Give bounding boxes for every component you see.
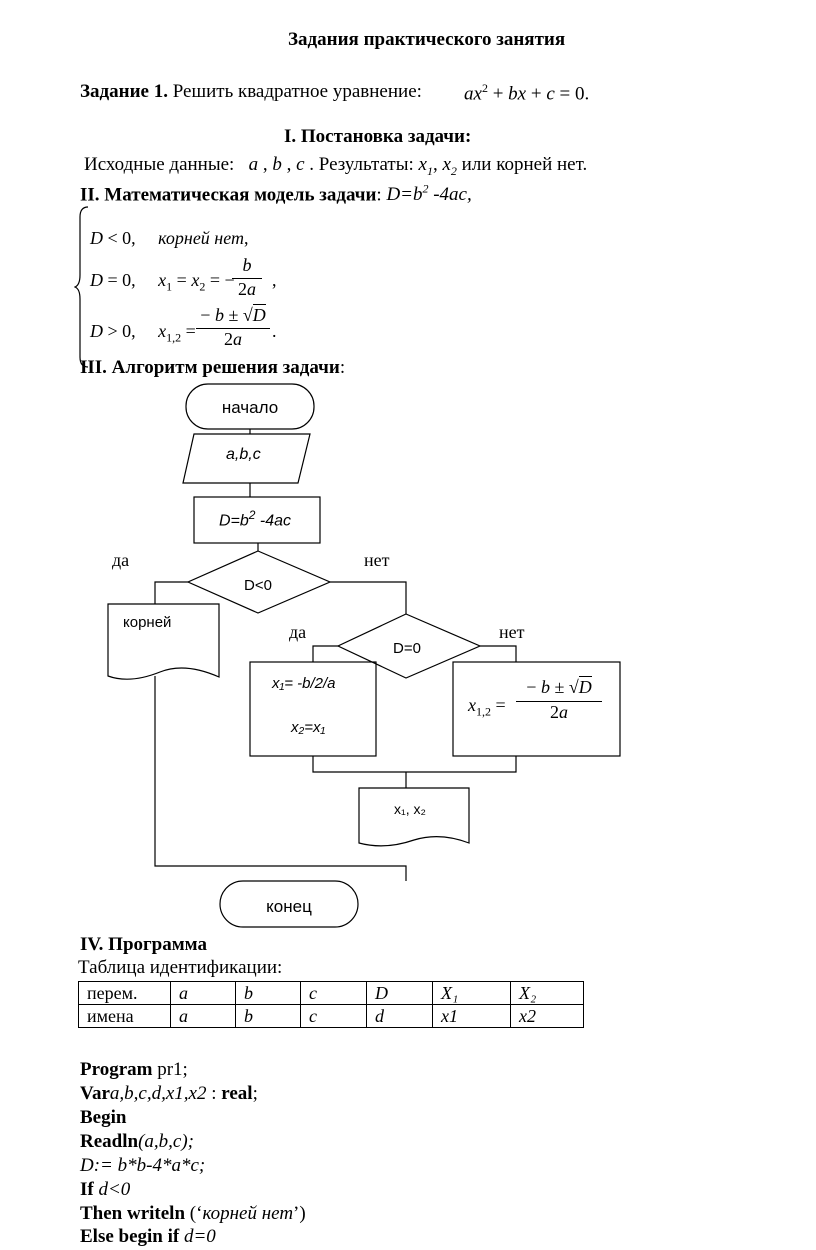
code-line-8: Else begin if d=0 <box>80 1226 216 1247</box>
x1-equation: x₁= -b/2/a <box>272 675 336 692</box>
table-row: имена a b c d x1 x2 <box>78 1004 584 1028</box>
discriminant-formula: D=b2 -4ac, <box>386 182 472 206</box>
code-line-5: D:= b*b-4*a*c; <box>80 1155 206 1176</box>
x-roots-box <box>452 661 621 757</box>
table-cell: X₂ <box>510 981 584 1005</box>
roots-formula-frac: − b ± √D 2a <box>516 676 602 723</box>
table-cell: X₁ <box>432 981 511 1005</box>
no-roots-label: корней <box>123 614 172 631</box>
task-line: Задание 1. Решить квадратное уравнение: <box>80 81 422 103</box>
output-box <box>358 787 470 847</box>
code-line-1: Program pr1; <box>80 1059 188 1080</box>
yes1-label: да <box>112 550 130 570</box>
section2-line: II. Математическая модель задачи: D=b2 -… <box>80 182 472 206</box>
calc-box <box>193 496 321 544</box>
code-line-2: Vara,b,c,d,x1,x2 : real; <box>80 1083 258 1104</box>
end-terminal <box>219 880 359 928</box>
output-label-fc: x₁, x₂ <box>394 801 426 817</box>
code-line-6: If d<0 <box>80 1179 131 1200</box>
table-row: перем. a b c D X₁ X₂ <box>78 981 584 1005</box>
or-no-roots: или корней нет. <box>461 154 588 175</box>
table-cell: a <box>170 1004 236 1028</box>
table-caption: Таблица идентификации: <box>78 957 283 978</box>
identification-table: перем. a b c D X₁ X₂ имена a b c d x1 x2 <box>78 981 584 1028</box>
section1-heading: I. Постановка задачи: <box>284 126 472 147</box>
start-label: начало <box>221 398 279 417</box>
flowchart <box>107 383 621 928</box>
task-text: Решить квадратное уравнение: <box>172 81 422 102</box>
decision-2 <box>336 613 482 679</box>
x2-equation: x₂=x₁ <box>291 719 326 736</box>
case1: D < 0, корней нет, <box>90 228 249 248</box>
section2-heading: II. Математическая модель задачи <box>80 184 377 206</box>
decision1-label: D<0 <box>244 577 272 594</box>
table-cell: b <box>235 981 301 1005</box>
no1-label: нет <box>364 550 390 570</box>
table-cell: x1 <box>432 1004 511 1028</box>
code-line-3: Begin <box>80 1107 127 1128</box>
end-label: конец <box>266 897 312 916</box>
table-cell: x2 <box>510 1004 584 1028</box>
input-box <box>182 433 311 484</box>
case2: D = 0, x1 = x2 = − <box>90 270 235 294</box>
yes2-label: да <box>289 622 307 642</box>
decision-1 <box>186 550 332 614</box>
table-cell: c <box>300 1004 367 1028</box>
case3: D > 0, x1,2 = <box>90 321 196 345</box>
table-cell: d <box>366 1004 433 1028</box>
input-label: Исходные данные: <box>84 154 235 175</box>
input-label-fc: a,b,c <box>226 446 261 463</box>
case3-frac: − b ± √D 2a <box>196 304 270 350</box>
code-line-4: Readln(a,b,c); <box>80 1131 194 1152</box>
section4-heading: IV. Программа <box>80 934 207 955</box>
section3-line: III. Алгоритм решения задачи: <box>80 357 346 378</box>
output-label: Результаты: <box>318 154 414 175</box>
quadratic-equation: ax2 + bx + c = 0. <box>464 81 590 105</box>
section3-heading: III. Алгоритм решения задачи <box>80 357 340 378</box>
code-line-7: Then writeln (‘корней нет’) <box>80 1203 306 1224</box>
page-title: Задания практического занятия <box>288 29 566 50</box>
decision2-label: D=0 <box>393 640 421 657</box>
table-cell: D <box>366 981 433 1005</box>
table-cell: a <box>170 981 236 1005</box>
no-roots-box <box>107 603 220 680</box>
table-cell: перем. <box>78 981 171 1005</box>
table-cell: c <box>300 981 367 1005</box>
roots-formula: x1,2 = <box>468 695 506 719</box>
case1-value: корней нет <box>158 228 244 248</box>
task-label: Задание 1. <box>80 81 168 102</box>
calc-label: D=b2 -4ac <box>219 508 292 530</box>
table-cell: b <box>235 1004 301 1028</box>
no2-label: нет <box>499 622 525 642</box>
cases-brace <box>74 206 89 368</box>
table-cell: имена <box>78 1004 171 1028</box>
input-data-line: Исходные данные: a , b , c . Результаты:… <box>84 154 588 178</box>
